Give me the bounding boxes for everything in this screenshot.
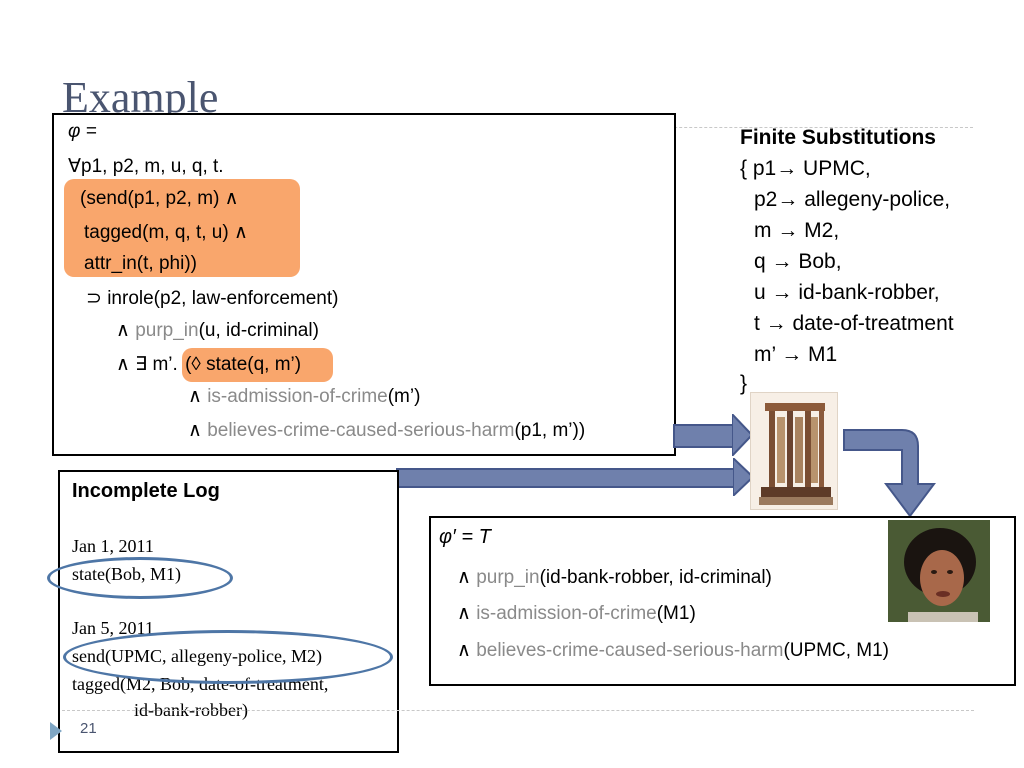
person-illustration bbox=[888, 520, 990, 622]
result-believes-and: ∧ bbox=[457, 640, 477, 661]
footer-divider bbox=[62, 710, 974, 711]
exists-quantifier: ∧ ∃ m’. bbox=[116, 354, 184, 375]
believes-predicate: believes-crime-caused-serious-harm bbox=[207, 420, 515, 441]
page-number: 21 bbox=[80, 720, 97, 737]
phi-label: φ = bbox=[68, 121, 97, 142]
analytical-engine-image bbox=[750, 392, 838, 510]
substitution-line: m’ → M1 bbox=[754, 343, 838, 366]
highlight-premise bbox=[64, 179, 300, 277]
attr-line: attr_in(t, phi)) bbox=[84, 253, 197, 274]
admission-line: ∧ is-admission-of-crime(m’) bbox=[188, 385, 420, 408]
result-purpose-predicate: purp_in bbox=[476, 567, 540, 588]
oval-state-entry bbox=[47, 557, 233, 599]
log-date-2: Jan 5, 2011 bbox=[72, 618, 154, 638]
slide-bullet-icon bbox=[50, 722, 62, 740]
tagged-line: tagged(m, q, t, u) ∧ bbox=[84, 222, 248, 243]
believes-and: ∧ bbox=[188, 420, 208, 441]
result-admission-predicate: is-admission-of-crime bbox=[476, 603, 657, 624]
result-believes-predicate: believes-crime-caused-serious-harm bbox=[476, 640, 784, 661]
substitution-line: { p1→ UPMC, bbox=[740, 157, 871, 180]
admission-predicate: is-admission-of-crime bbox=[207, 386, 388, 407]
purp-predicate: purp_in bbox=[135, 320, 199, 341]
arrow-engine-to-result bbox=[843, 429, 936, 518]
arrow-formula-to-engine bbox=[673, 424, 739, 448]
highlight-state bbox=[182, 348, 333, 382]
result-line-purpose: ∧ purp_in(id-bank-robber, id-criminal) bbox=[457, 566, 772, 589]
formula-box: φ = ∀p1, p2, m, u, q, t. (send(p1, p2, m… bbox=[52, 113, 676, 456]
substitution-line: } bbox=[740, 372, 748, 395]
substitution-line: q → Bob, bbox=[754, 250, 842, 273]
substitution-line: p2→ allegeny-police, bbox=[754, 188, 951, 211]
log-date-1: Jan 1, 2011 bbox=[72, 536, 154, 556]
result-purpose-and: ∧ bbox=[457, 567, 477, 588]
exists-line: ∧ ∃ m’. (◊ state(q, m’) bbox=[116, 353, 301, 376]
believes-line: ∧ believes-crime-caused-serious-harm(p1,… bbox=[188, 419, 585, 442]
person-photo bbox=[888, 520, 990, 622]
log-heading: Incomplete Log bbox=[72, 480, 220, 502]
result-admission-and: ∧ bbox=[457, 603, 477, 624]
substitution-line: t → date-of-treatment bbox=[754, 312, 954, 335]
engine-illustration bbox=[759, 403, 833, 505]
inrole-line: ⊃ inrole(p2, law-enforcement) bbox=[86, 288, 339, 309]
state-term: (◊ state(q, m’) bbox=[185, 354, 302, 375]
substitution-line: m → M2, bbox=[754, 219, 840, 242]
purp-and: ∧ bbox=[116, 320, 136, 341]
arrowhead-formula bbox=[732, 414, 754, 456]
admission-and: ∧ bbox=[188, 386, 208, 407]
substitutions-panel: Finite Substitutions { p1→ UPMC, p2→ all… bbox=[740, 126, 1024, 406]
believes-args: (p1, m’)) bbox=[514, 420, 586, 441]
phi-prime-result: φ′ = T bbox=[439, 526, 491, 548]
result-line-believes: ∧ believes-crime-caused-serious-harm(UPM… bbox=[457, 639, 889, 662]
quantifier-line: ∀p1, p2, m, u, q, t. bbox=[68, 156, 224, 177]
substitution-line: u → id-bank-robber, bbox=[754, 281, 940, 304]
result-believes-args: (UPMC, M1) bbox=[783, 640, 890, 661]
result-line-admission: ∧ is-admission-of-crime(M1) bbox=[457, 602, 696, 625]
admission-args: (m’) bbox=[387, 386, 421, 407]
result-purpose-args: (id-bank-robber, id-criminal) bbox=[539, 567, 772, 588]
purp-line: ∧ purp_in(u, id-criminal) bbox=[116, 319, 319, 342]
arrowhead-log bbox=[733, 458, 755, 496]
purp-args: (u, id-criminal) bbox=[198, 320, 319, 341]
result-admission-args: (M1) bbox=[656, 603, 696, 624]
substitutions-heading: Finite Substitutions bbox=[740, 126, 936, 149]
arrow-log-to-engine bbox=[396, 468, 740, 488]
oval-send-entry bbox=[63, 630, 393, 684]
send-line: (send(p1, p2, m) ∧ bbox=[80, 188, 239, 209]
